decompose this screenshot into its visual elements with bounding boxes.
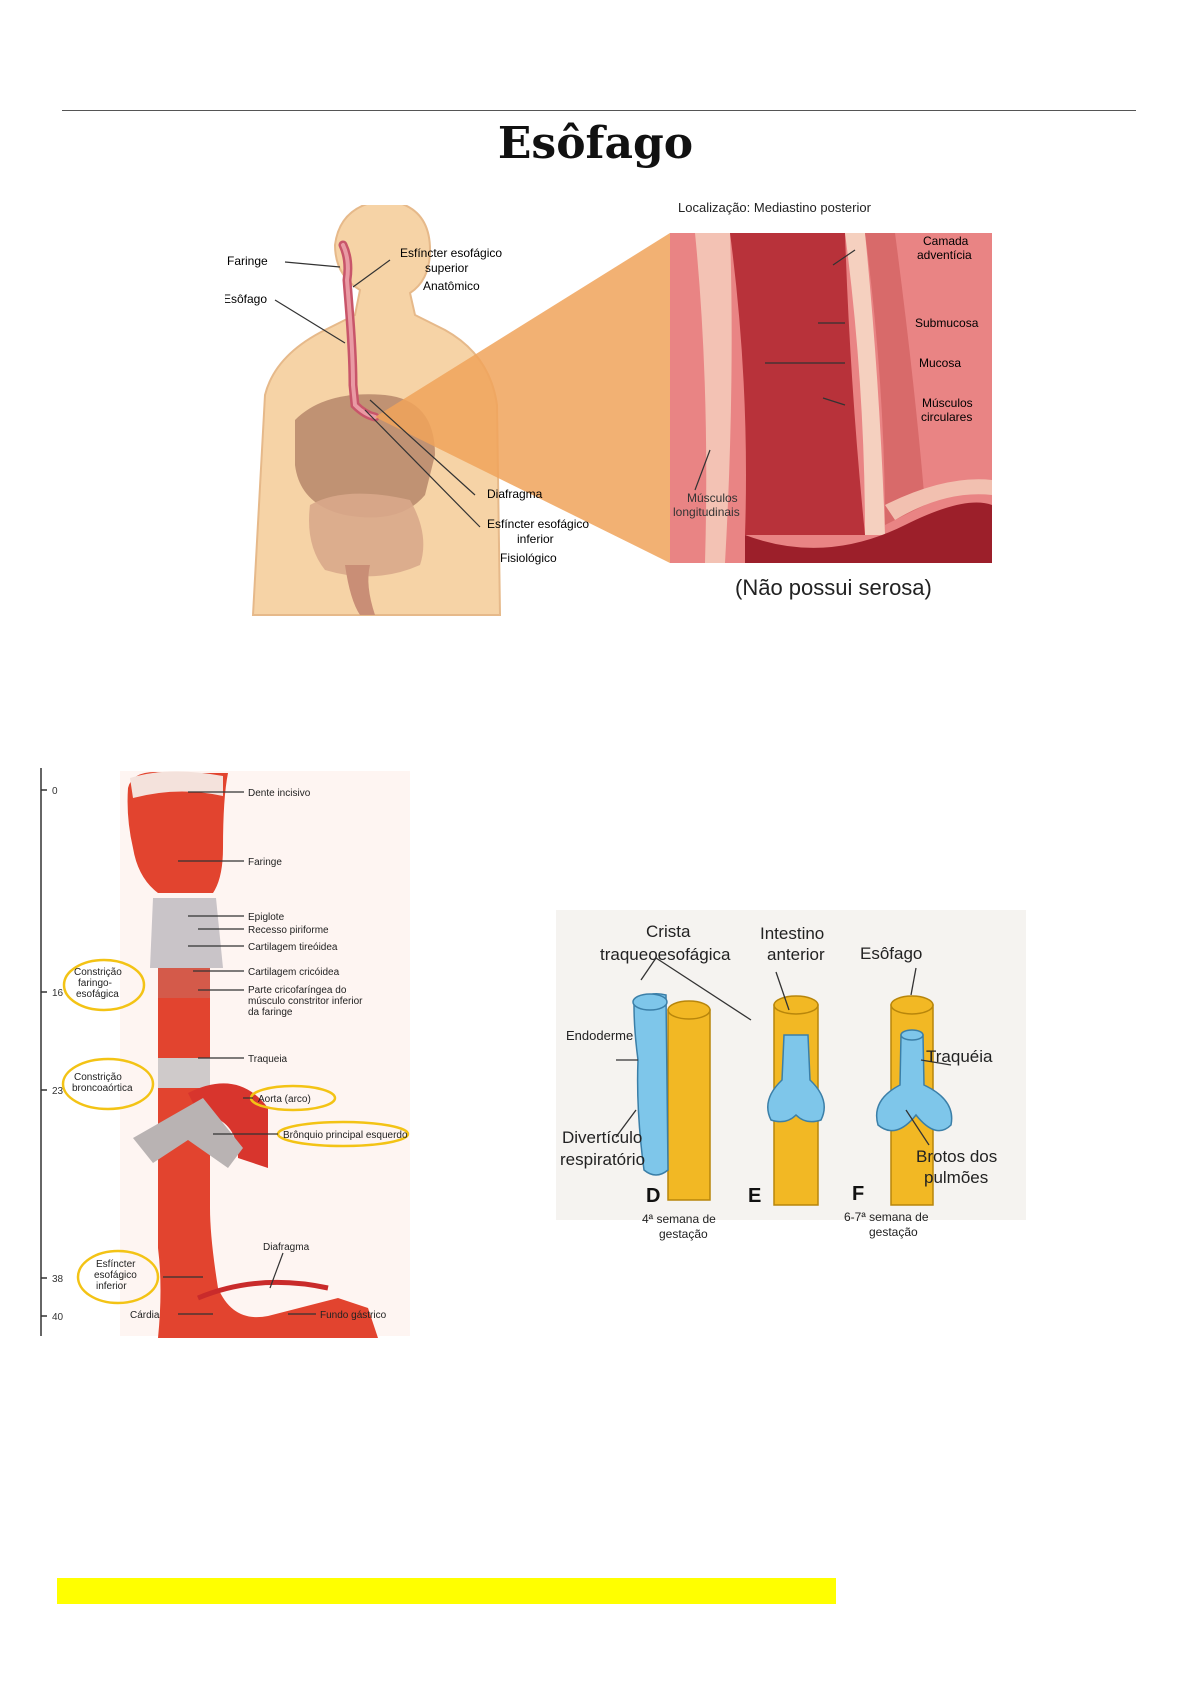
label-camada-2: adventícia <box>917 248 972 262</box>
scale-tick-40: 40 <box>52 1312 64 1323</box>
label-musculos-longitudinais-1: Músculos <box>687 491 738 505</box>
label-cartilagem-cricoidea: Cartilagem cricóidea <box>248 967 340 978</box>
label-faringe-2: Faringe <box>248 857 282 868</box>
label-constricao2-2: broncoaórtica <box>72 1083 133 1094</box>
scale-tick-0: 0 <box>52 786 58 797</box>
label-esfincter-inferior-1: Esfíncter esofágico <box>487 517 589 531</box>
label-traqueia-2: Traqueia <box>248 1054 288 1065</box>
label-semana4-2: gestação <box>659 1227 708 1241</box>
scale-tick-23: 23 <box>52 1086 64 1097</box>
page-title: Esôfago <box>0 118 1191 169</box>
label-intestino-2: anterior <box>767 945 825 964</box>
label-musculos-circulares-2: circulares <box>921 410 972 424</box>
label-esfincter-inferior-2: inferior <box>517 532 554 546</box>
top-rule <box>62 110 1136 111</box>
stage-d <box>633 994 710 1200</box>
label-diafragma-2: Diafragma <box>263 1242 310 1253</box>
label-musculos-circulares-1: Músculos <box>922 396 973 410</box>
label-musculos-longitudinais-2: longitudinais <box>673 505 740 519</box>
label-esfincter2-1: Esfíncter <box>96 1259 136 1270</box>
label-esfincter-superior-1: Esfíncter esofágico <box>400 246 502 260</box>
label-parte-2: músculo constritor inferior <box>248 996 363 1007</box>
label-diverticulo-1: Divertículo <box>562 1128 642 1147</box>
label-esfincter2-2: esofágico <box>94 1270 137 1281</box>
label-brotos-2: pulmões <box>924 1168 988 1187</box>
label-semana67-1: 6-7ª semana de <box>844 1210 929 1224</box>
label-crista-2: traqueoesofágica <box>600 945 731 964</box>
label-cardia: Cárdia <box>130 1310 160 1321</box>
label-constricao1-2: faringo- <box>78 978 112 989</box>
label-endoderme: Endoderme <box>566 1028 633 1043</box>
label-diverticulo-2: respiratório <box>560 1150 645 1169</box>
label-constricao1-1: Constrição <box>74 967 122 978</box>
label-mucosa: Mucosa <box>919 356 961 370</box>
letter-d: D <box>646 1185 660 1207</box>
label-parte-1: Parte cricofaríngea do <box>248 985 347 996</box>
label-dente-incisivo: Dente incisivo <box>248 788 311 799</box>
label-semana67-2: gestação <box>869 1225 918 1239</box>
label-diafragma: Diafragma <box>487 487 543 501</box>
label-constricao2-1: Constrição <box>74 1072 122 1083</box>
label-anatomico: Anatômico <box>423 279 480 293</box>
highlight-bar <box>57 1578 836 1604</box>
label-intestino-1: Intestino <box>760 924 824 943</box>
figure-esophagus-constrictions: 0 16 23 38 40 <box>38 768 413 1338</box>
scale-tick-38: 38 <box>52 1274 64 1285</box>
figure-embryology: Crista traqueoesofágica Intestino anteri… <box>556 910 1026 1255</box>
label-fisiologico: Fisiológico <box>500 551 557 565</box>
stage-e <box>768 996 824 1205</box>
label-brotos-1: Brotos dos <box>916 1147 997 1166</box>
label-bronquio: Brônquio principal esquerdo <box>283 1130 408 1141</box>
length-scale <box>41 768 47 1336</box>
caption-serosa: (Não possui serosa) <box>735 575 932 601</box>
label-recesso-piriforme: Recesso piriforme <box>248 925 329 936</box>
label-epiglote: Epiglote <box>248 912 285 923</box>
label-aorta: Aorta (arco) <box>258 1094 311 1105</box>
scale-tick-16: 16 <box>52 988 64 999</box>
letter-f: F <box>852 1183 864 1205</box>
label-esofago: Esôfago <box>225 292 267 306</box>
label-camada-1: Camada <box>923 234 969 248</box>
label-parte-3: da faringe <box>248 1007 293 1018</box>
label-esofago-3: Esôfago <box>860 944 922 963</box>
label-crista-1: Crista <box>646 922 691 941</box>
label-submucosa: Submucosa <box>915 316 979 330</box>
label-faringe: Faringe <box>227 254 268 268</box>
label-esfincter2-3: inferior <box>96 1281 127 1292</box>
label-constricao1-3: esofágica <box>76 989 119 1000</box>
figure1-labels: Faringe Esôfago Esfíncter esofágico supe… <box>225 205 995 620</box>
label-traqueia-3: Traquéia <box>926 1047 993 1066</box>
letter-e: E <box>748 1185 761 1207</box>
label-esfincter-superior-2: superior <box>425 261 468 275</box>
label-fundo-gastrico: Fundo gástrico <box>320 1310 387 1321</box>
label-semana4-1: 4ª semana de <box>642 1212 716 1226</box>
label-cartilagem-tireoidea: Cartilagem tireóidea <box>248 942 338 953</box>
